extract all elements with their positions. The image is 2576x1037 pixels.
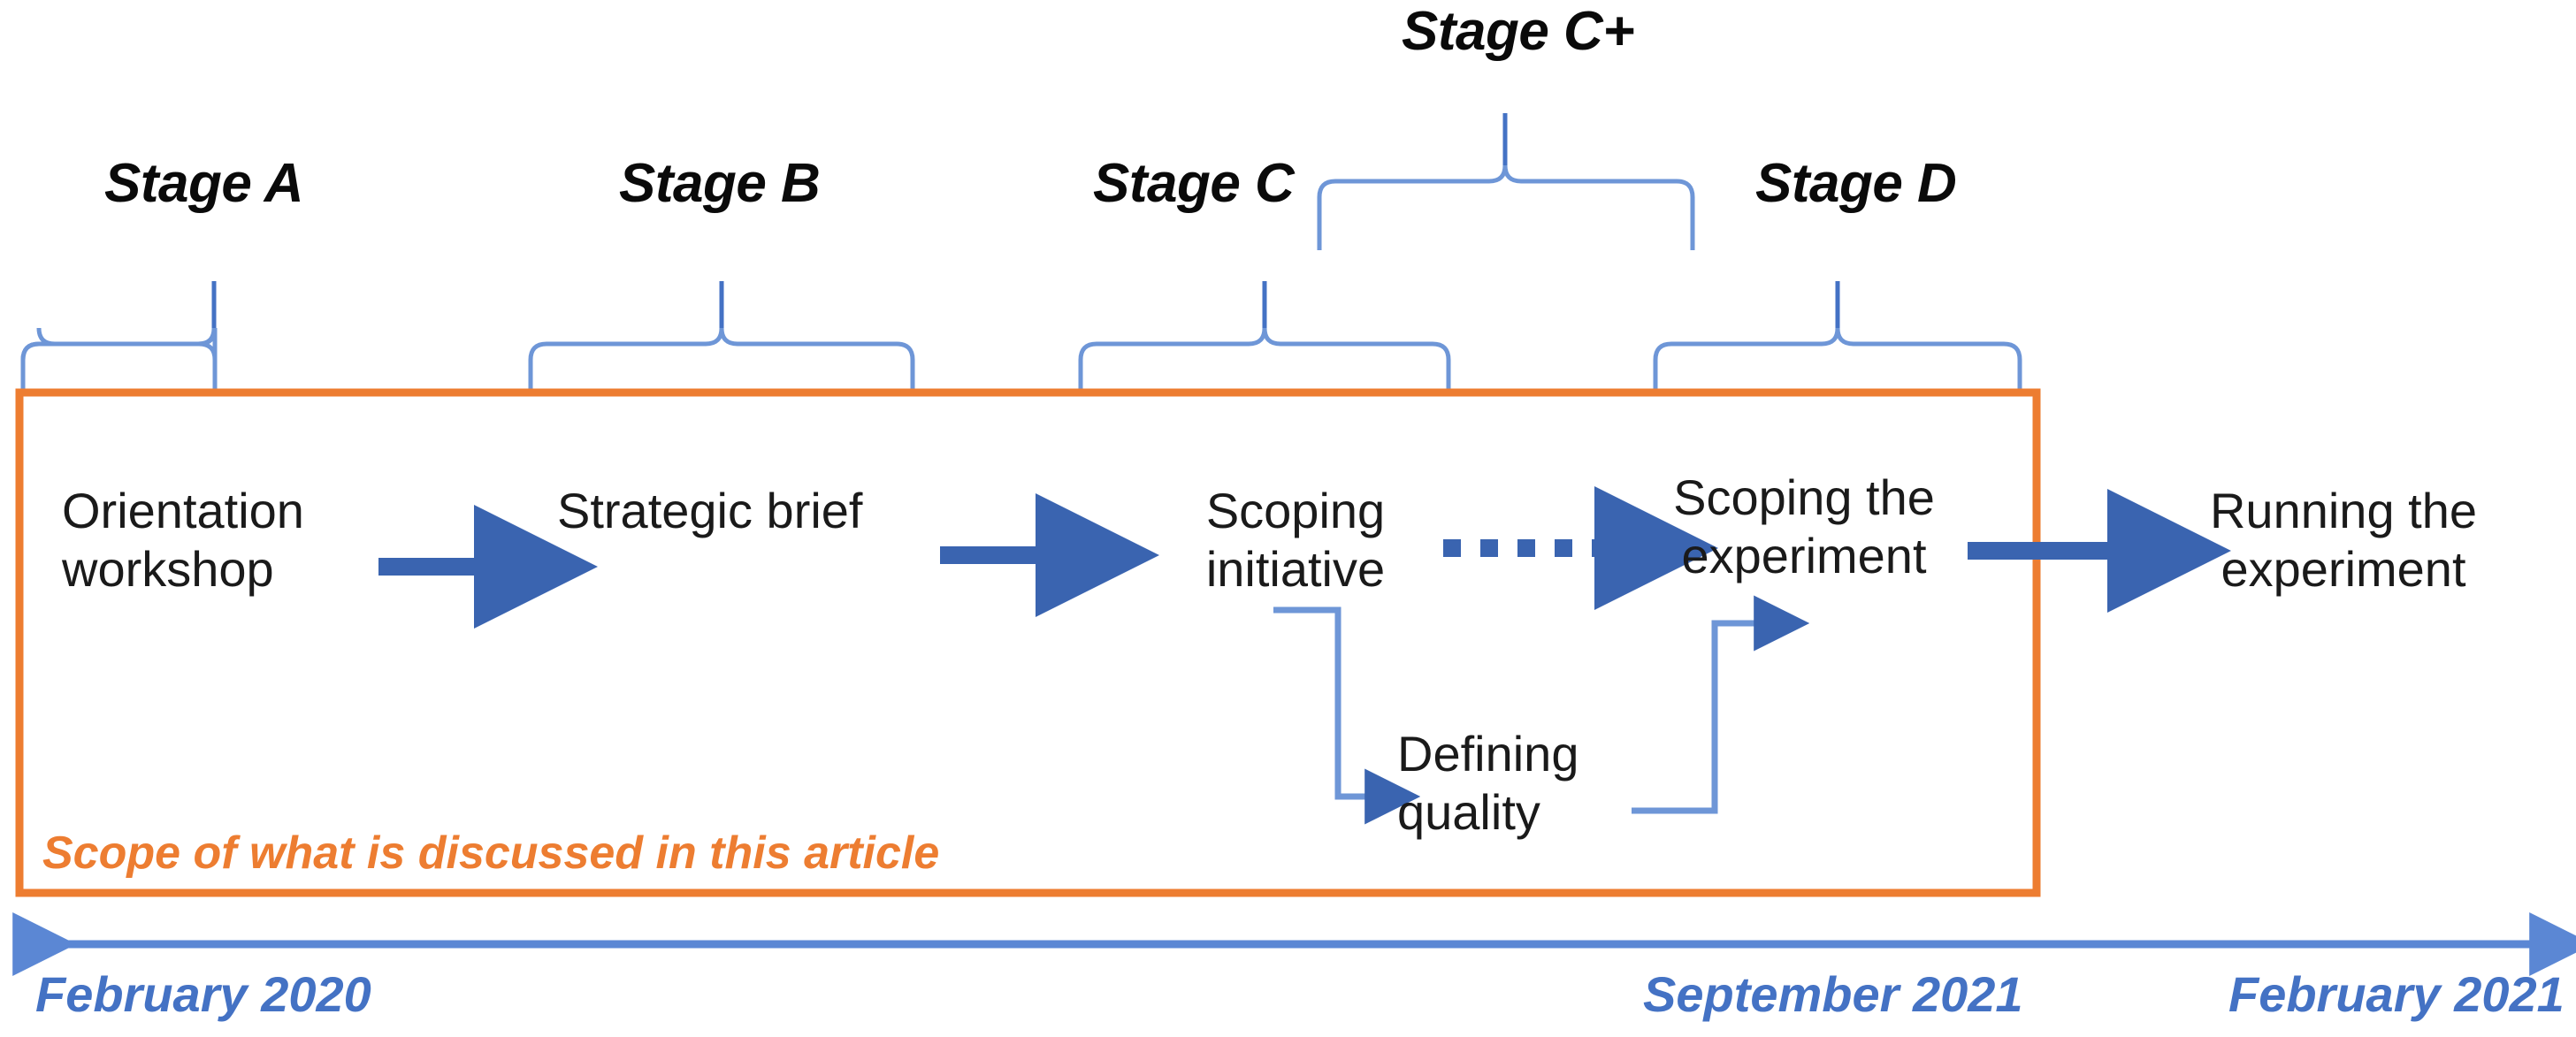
connector-quality-to-experiment [1632, 595, 1810, 814]
node-orientation-workshop: Orientation workshop [62, 483, 304, 597]
stage-label-b: Stage B [619, 153, 821, 214]
timeline-start-label: February 2020 [35, 966, 371, 1022]
node-scoping-initiative: Scoping initiative [1205, 483, 1386, 597]
scope-caption: Scope of what is discussed in this artic… [42, 827, 940, 879]
stage-label-c-plus: Stage C+ [1402, 1, 1635, 62]
stage-label-d: Stage D [1755, 153, 1957, 214]
stage-label-a: Stage A [104, 153, 304, 214]
timeline-mid-label: September 2021 [1643, 966, 2023, 1022]
node-scoping-the-experiment: Scoping the experiment [1673, 469, 1935, 583]
brace-stage-a [20, 281, 218, 393]
stage-label-c: Stage C [1093, 153, 1295, 214]
brace-stage-c [1078, 281, 1451, 393]
node-running-the-experiment: Running the experiment [2209, 483, 2477, 597]
node-strategic-brief: Strategic brief [557, 483, 863, 538]
timeline-end-label: February 2021 [2228, 966, 2565, 1022]
brace-stage-d [1653, 281, 2022, 393]
brace-stage-c-plus [1317, 113, 1695, 250]
connector-scoping-to-quality [1273, 606, 1421, 825]
node-defining-quality: Defining quality [1397, 726, 1579, 840]
brace-stage-b [528, 281, 915, 393]
scope-rectangle [15, 388, 2041, 897]
